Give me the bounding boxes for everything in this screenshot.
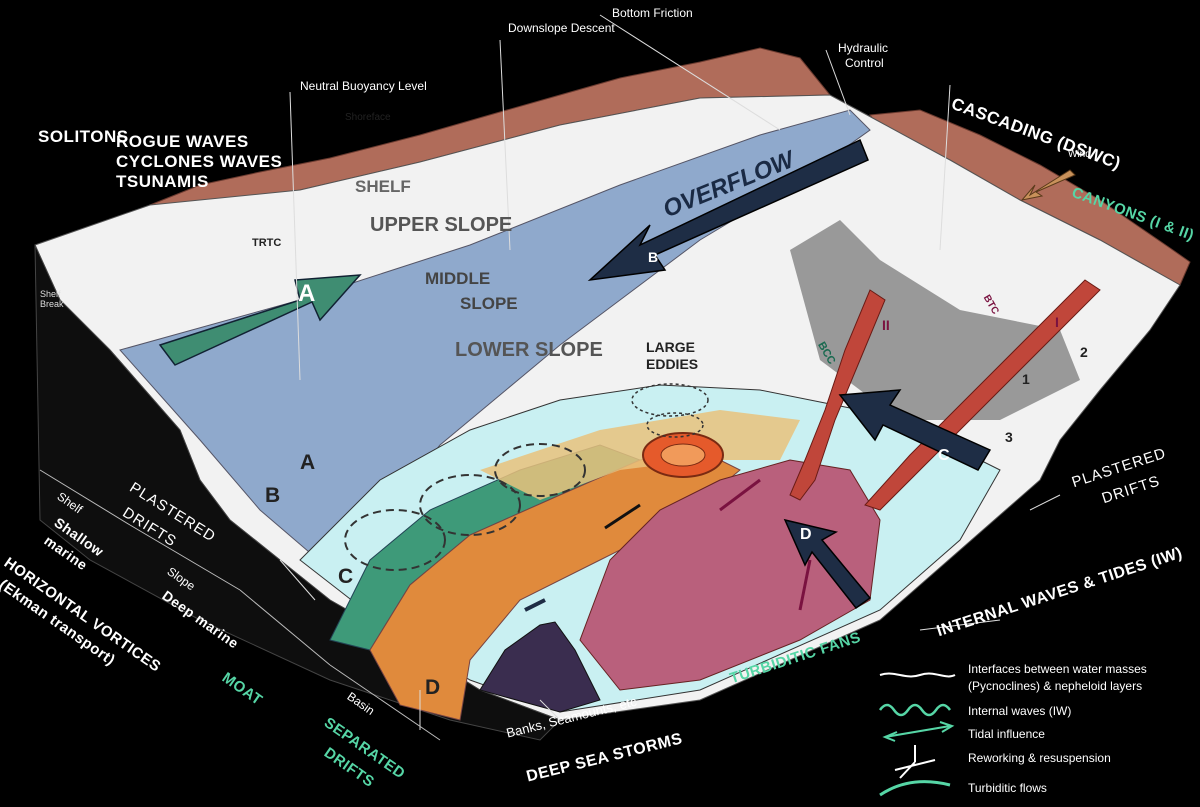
- seamount: [479, 621, 601, 713]
- wind-arrow: [1020, 169, 1076, 201]
- shoreface-label: Shoreface: [345, 112, 391, 123]
- flow-arrow-1: [604, 503, 641, 530]
- turbiditic-fan: [579, 459, 881, 691]
- control-label: Control: [845, 56, 884, 70]
- legend-tidal: Tidal influence: [968, 727, 1045, 741]
- arrow-C: [838, 389, 992, 471]
- solitons-label: SOLITONS: [38, 127, 129, 146]
- num-1-label: 1: [1022, 371, 1030, 387]
- shelf-break-label-1: Shelf: [40, 289, 61, 299]
- arrow-D: [783, 518, 872, 610]
- arrow-C-letter: C: [938, 447, 950, 464]
- shelf-break-label-2: Break: [40, 299, 64, 309]
- eddy-outline-1: [631, 383, 709, 417]
- legend-internal-waves: Internal waves (IW): [968, 704, 1072, 718]
- arrow-B-letter: B: [648, 249, 659, 265]
- wind-label: Wind: [1068, 149, 1091, 160]
- large-eddies-label-1: LARGE: [646, 339, 695, 355]
- canyon-I-label: I: [1055, 314, 1059, 330]
- canyon-I: [864, 279, 1101, 511]
- legend-reworking: Reworking & resuspension: [968, 751, 1111, 765]
- arrow-A: [158, 274, 362, 366]
- zone-B-label: B: [265, 484, 281, 507]
- legend-interfaces-1: Interfaces between water masses: [968, 662, 1147, 676]
- legend-interfaces-2: (Pycnoclines) & nepheloid layers: [968, 679, 1143, 693]
- canyon-II-label: II: [882, 317, 890, 333]
- vortex-1: [344, 509, 446, 571]
- large-eddy-core: [660, 443, 706, 467]
- arrow-A-letter: A: [298, 280, 316, 307]
- legend-turbiditic-flows: Turbiditic flows: [968, 781, 1047, 795]
- trtc-label: TRTC: [252, 237, 282, 249]
- eddy-outline-2: [646, 412, 704, 438]
- zone-A-label: A: [300, 451, 316, 474]
- tsunamis-label: TSUNAMIS: [116, 172, 209, 191]
- legend-symbols: [878, 672, 956, 797]
- zone-D-label: D: [425, 676, 441, 699]
- turbidite-arrow-2: [798, 559, 812, 611]
- neutral-buoyancy-label: Neutral Buoyancy Level: [300, 79, 427, 93]
- arrow-B-overflow: [587, 138, 869, 282]
- arrow-D-letter: D: [800, 526, 812, 543]
- side-scale: [39, 469, 441, 741]
- vortex-2: [419, 474, 521, 536]
- cyclones-waves-label: CYCLONES WAVES: [116, 152, 283, 171]
- num-2-label: 2: [1080, 344, 1088, 360]
- middle-label: MIDDLE: [425, 269, 491, 288]
- shelf-label: SHELF: [355, 177, 411, 196]
- large-eddies-label-2: EDDIES: [646, 356, 699, 372]
- upper-slope-label: UPPER SLOPE: [370, 214, 513, 236]
- flow-arrow-2: [524, 598, 546, 612]
- leader-lines: [279, 14, 1061, 730]
- zone-C-label: C: [338, 565, 354, 588]
- hydraulic-label: Hydraulic: [838, 41, 889, 55]
- drift-beige: [480, 410, 800, 500]
- downslope-descent-label: Downslope Descent: [508, 21, 615, 35]
- vortex-3: [494, 443, 586, 497]
- lower-slope-label: LOWER SLOPE: [455, 339, 603, 361]
- num-3-label: 3: [1005, 429, 1013, 445]
- rogue-waves-label: ROGUE WAVES: [116, 132, 249, 151]
- bottom-friction-label: Bottom Friction: [612, 6, 693, 20]
- slope-label: SLOPE: [460, 294, 518, 313]
- canyon-II: [789, 289, 886, 501]
- turbidite-arrow-1: [719, 478, 761, 512]
